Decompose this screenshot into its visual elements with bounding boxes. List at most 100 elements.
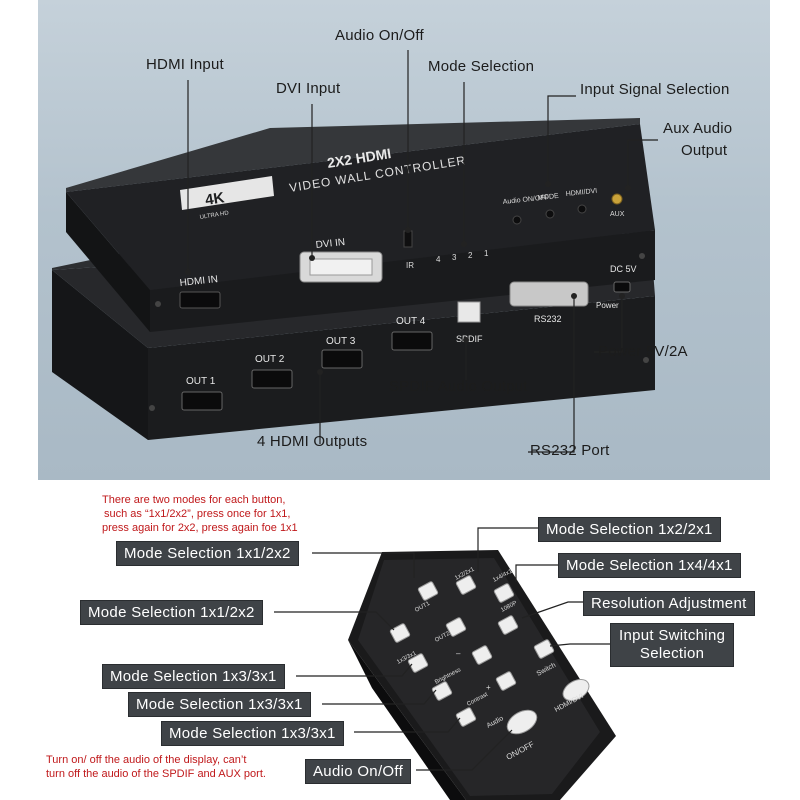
out2-label: OUT 2 (255, 354, 285, 365)
aux-label: AUX (610, 211, 625, 218)
lower-unit-front (148, 296, 655, 440)
remote-button-audio[interactable] (503, 705, 541, 738)
callout-audio-onoff: Audio On/Off (335, 27, 424, 44)
remote-button-out1[interactable] (389, 623, 411, 643)
remote-button-contrast[interactable] (495, 671, 517, 691)
callout-aux-1: Aux Audio (663, 120, 733, 137)
aux-jack (611, 193, 623, 205)
remote-button-1x3b[interactable] (431, 681, 453, 701)
callout-hdmi-input: HDMI Input (146, 56, 224, 73)
callout-input-signal: Input Signal Selection (580, 81, 730, 98)
upper-unit-top-edge (66, 118, 640, 192)
power-label: Power (596, 301, 619, 310)
4k-badge (180, 176, 274, 210)
remote-button-1x3a[interactable] (407, 653, 429, 673)
front-label-hdmidvi: HDMI/DVI (565, 188, 597, 198)
callout-hdmi-outputs: 4 HDMI Outputs (257, 433, 368, 450)
leader-r-1x3b (322, 689, 437, 705)
spdif-label: SPDIF (456, 334, 483, 344)
out3-label: OUT 3 (326, 336, 356, 347)
spdif-port (457, 301, 481, 323)
remote-button-1x1[interactable] (417, 581, 439, 601)
tag-resolution: Resolution Adjustment (583, 591, 755, 616)
tag-mode-1x3-3x1-c: Mode Selection 1x3/3x1 (161, 721, 344, 746)
tag-input-switching: Input Switching Selection (610, 623, 735, 667)
leader-r-1x2 (477, 527, 540, 572)
remote-edge (348, 640, 466, 800)
tag-mode-1x4-4x1: Mode Selection 1x4/4x1 (558, 553, 741, 578)
leader-r-1x3c (354, 717, 461, 733)
note-audio-line: Turn on/ off the audio of the display, c… (46, 754, 247, 766)
out2-port (251, 369, 293, 389)
front-label-mode: MODE (537, 193, 559, 202)
tag-mode-1x2-2x1: Mode Selection 1x2/2x1 (538, 517, 721, 542)
led-4: 4 (436, 255, 441, 264)
led-3: 3 (452, 253, 457, 262)
rs232-port (509, 281, 589, 307)
remote-button-1x3c[interactable] (455, 707, 477, 727)
leader-r-audio (416, 729, 513, 771)
callout-spdif: SPDIF Audio Output (389, 378, 528, 395)
ir-label: IR (406, 261, 414, 270)
callout-aux-2: Output (681, 142, 728, 159)
note-audio: Turn on/ off the audio of the display, c… (46, 753, 266, 781)
tag-mode-1x3-3x1-a: Mode Selection 1x3/3x1 (102, 664, 285, 689)
led-2: 2 (468, 251, 473, 260)
hdmi-in-port (179, 291, 221, 309)
dc-port (613, 281, 631, 293)
leader-r-input (549, 643, 612, 647)
tag-input-switching-line: Input Switching (619, 627, 726, 644)
tag-audio-onoff: Audio On/Off (305, 759, 412, 784)
callout-dvi-input: DVI Input (276, 80, 341, 97)
hdmi-in-label: HDMI IN (179, 274, 218, 289)
note-modes-line: press again for 2x2, press again foe 1x1 (102, 522, 298, 534)
remote-button-res[interactable] (497, 615, 519, 635)
4k-badge-text: 4K (204, 189, 226, 209)
dc-label: DC 5V (610, 264, 637, 274)
lower-unit-side (52, 270, 148, 440)
leader-rs232 (528, 296, 575, 453)
remote-label-minus: – (456, 649, 461, 658)
screw (155, 301, 161, 307)
callout-power: Power 5V/2A (598, 343, 688, 360)
remote-button-out2[interactable] (445, 617, 467, 637)
mode-button[interactable] (545, 209, 555, 219)
tag-mode-1x3-3x1-b: Mode Selection 1x3/3x1 (128, 692, 311, 717)
screw (639, 253, 645, 259)
leader-r-1x1b (274, 611, 395, 631)
remote-button-1x2[interactable] (455, 575, 477, 595)
leader-r-1x1a (312, 552, 415, 578)
tag-mode-1x1-2x2-a: Mode Selection 1x1/2x2 (116, 541, 299, 566)
remote-button-1x4[interactable] (493, 583, 515, 603)
dvi-in-label: DVI IN (315, 237, 345, 251)
upper-unit-side (66, 192, 150, 332)
remote-button-bright-minus[interactable] (471, 645, 493, 665)
upper-unit-top (66, 124, 655, 290)
out1-label: OUT 1 (186, 376, 216, 387)
remote-label-plus: + (486, 683, 491, 692)
callout-rs232: RS232 Port (530, 442, 610, 459)
remote-control: 1x2/2x1 1x4/4x1 OUT1 OUT2 1080P 1x3/3x1 … (348, 550, 616, 800)
4k-badge-sub: ULTRA HD (199, 210, 229, 221)
hdmi-dvi-button[interactable] (577, 204, 587, 214)
leader-input-signal (547, 95, 576, 184)
tag-input-switching-line: Selection (639, 645, 705, 662)
front-label-audio: Audio ON/OFF (502, 194, 549, 206)
remote-button-switch[interactable] (533, 639, 555, 659)
leader-r-res (521, 601, 586, 619)
leader-aux (627, 139, 658, 188)
audio-button[interactable] (512, 215, 522, 225)
screw (643, 357, 649, 363)
leader-power (594, 296, 623, 353)
out3-port (321, 349, 363, 369)
out4-label: OUT 4 (396, 316, 426, 327)
remote-button-hdmidvi[interactable] (559, 675, 592, 705)
note-modes: There are two modes for each button, suc… (102, 493, 298, 535)
out4-port (391, 331, 433, 351)
remote-face (358, 558, 600, 796)
note-modes-line: such as “1x1/2x2”, press once for 1x1, (104, 508, 291, 520)
rs232-label: RS232 (534, 314, 562, 324)
dvi-pins (309, 258, 373, 276)
